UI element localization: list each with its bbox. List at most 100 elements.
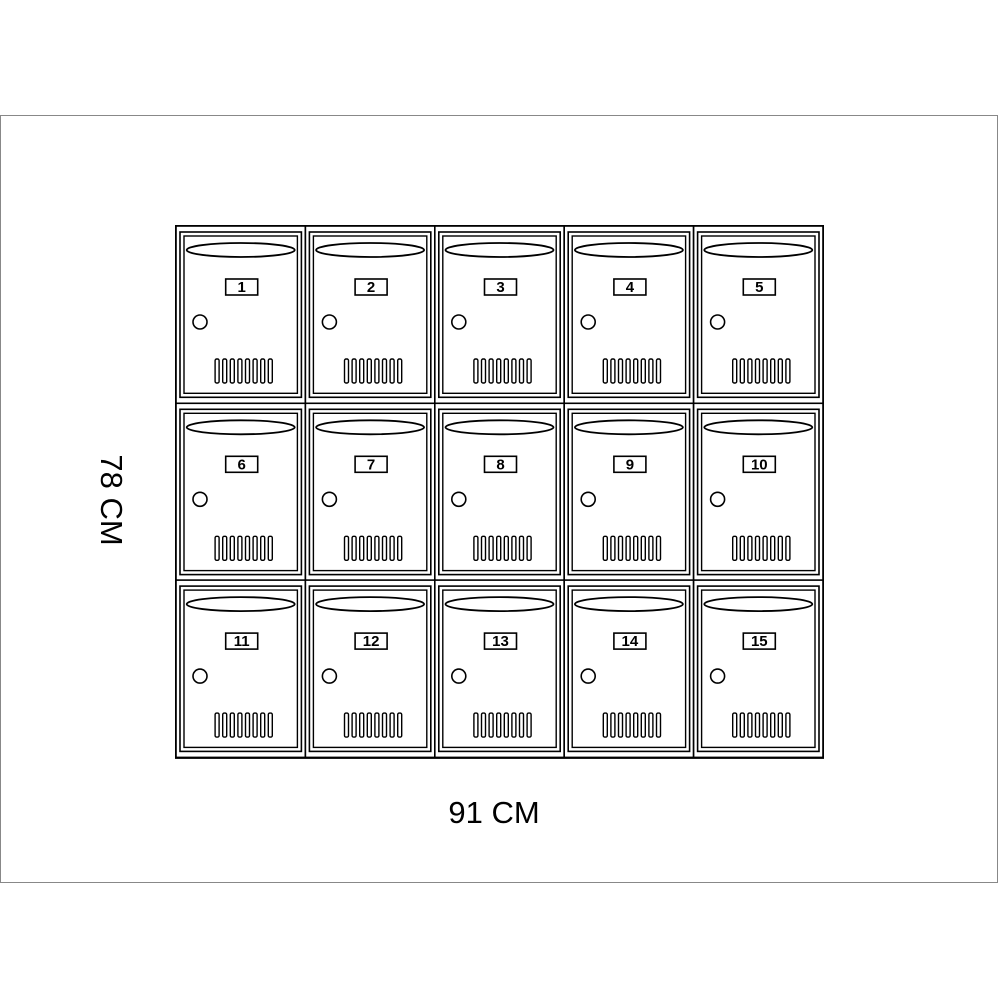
vent-slot <box>770 712 776 738</box>
vent-slot <box>633 358 639 384</box>
vent-slot <box>762 358 768 384</box>
mailbox-10: 10 <box>692 402 824 582</box>
vent-slot <box>343 535 350 561</box>
mailbox-number: 10 <box>751 456 768 473</box>
vent-slot <box>762 535 768 561</box>
vent-slot <box>480 358 487 384</box>
vent-slot <box>374 712 380 738</box>
number-plate <box>483 455 518 474</box>
vent-slot <box>785 358 791 384</box>
lock-icon <box>450 668 467 684</box>
letter-slot <box>185 242 296 258</box>
vent-slot <box>366 358 372 384</box>
letter-slot <box>185 596 296 612</box>
vent-slot <box>260 712 266 738</box>
vent-slot <box>732 712 738 738</box>
lock-icon <box>580 491 597 508</box>
mailbox-7: 7 <box>304 402 436 582</box>
vent-slot <box>351 358 357 384</box>
mailbox-number: 1 <box>238 279 246 296</box>
lock-icon <box>321 668 338 684</box>
vent-slot <box>252 535 258 561</box>
vent-slot <box>526 712 532 738</box>
vent-slot <box>754 712 761 738</box>
number-plate <box>354 632 388 650</box>
vent-slot <box>754 535 761 561</box>
number-plate <box>742 278 777 296</box>
vent-slot <box>648 535 654 561</box>
vent-slot <box>640 712 646 738</box>
vent-slot <box>739 358 745 384</box>
lock-icon <box>450 314 467 330</box>
vent-slot <box>244 712 251 738</box>
vent-slot <box>473 535 479 561</box>
vent-slot <box>602 712 608 738</box>
lock-icon <box>192 668 208 684</box>
mailbox-number: 4 <box>626 279 635 296</box>
vent-slot <box>655 358 662 384</box>
vent-slot <box>267 535 273 561</box>
mailbox-number: 5 <box>755 279 763 296</box>
vent-slot <box>640 358 646 384</box>
lock-icon <box>321 314 338 330</box>
mailbox-number: 13 <box>492 633 509 650</box>
vent-slot <box>770 535 776 561</box>
letter-slot <box>315 419 426 436</box>
vent-slot <box>648 358 654 384</box>
lock-icon <box>709 491 726 508</box>
mailbox-6: 6 <box>175 402 307 582</box>
vent-slot <box>214 535 220 561</box>
mailbox-number: 14 <box>622 633 639 650</box>
vent-slot <box>633 712 639 738</box>
vent-slot <box>366 535 372 561</box>
vent-slot <box>633 535 639 561</box>
vent-slot <box>381 712 388 738</box>
vent-slot <box>617 535 624 561</box>
vent-slot <box>389 535 395 561</box>
vent-slot <box>214 358 220 384</box>
vent-slot <box>221 358 228 384</box>
vent-slot <box>518 712 525 738</box>
vent-slot <box>389 358 395 384</box>
vent-slot <box>244 358 251 384</box>
vent-slot <box>785 535 791 561</box>
vent-slot <box>754 358 761 384</box>
vent-slot <box>617 358 624 384</box>
number-plate <box>224 632 259 650</box>
letter-slot <box>703 419 814 436</box>
mailbox-12: 12 <box>304 579 436 759</box>
lock-icon <box>450 491 467 508</box>
vent-slot <box>503 358 509 384</box>
mailbox-14: 14 <box>563 579 695 759</box>
letter-slot <box>315 242 426 258</box>
letter-slot <box>444 419 555 436</box>
vent-slot <box>252 358 258 384</box>
vent-slot <box>480 712 487 738</box>
lock-icon <box>580 668 597 684</box>
vent-slot <box>351 535 357 561</box>
vent-slot <box>260 358 266 384</box>
letter-slot <box>703 596 814 612</box>
lock-icon <box>192 314 208 330</box>
vent-slot <box>488 358 494 384</box>
vent-slot <box>473 358 479 384</box>
vent-slot <box>366 712 372 738</box>
vent-slot <box>625 712 631 738</box>
vent-slot <box>473 712 479 738</box>
lock-icon <box>321 491 338 508</box>
mailbox-15: 15 <box>692 579 824 759</box>
vent-slot <box>732 358 738 384</box>
vent-slot <box>229 535 236 561</box>
vent-slot <box>496 712 502 738</box>
number-plate <box>613 632 647 650</box>
letter-slot <box>703 242 814 258</box>
lock-icon <box>580 314 597 330</box>
vent-slot <box>374 535 380 561</box>
outer-frame <box>0 115 998 883</box>
letter-slot <box>444 596 555 612</box>
vent-slot <box>625 358 631 384</box>
vent-slot <box>381 535 388 561</box>
vent-slot <box>610 535 616 561</box>
vent-slot <box>229 358 236 384</box>
